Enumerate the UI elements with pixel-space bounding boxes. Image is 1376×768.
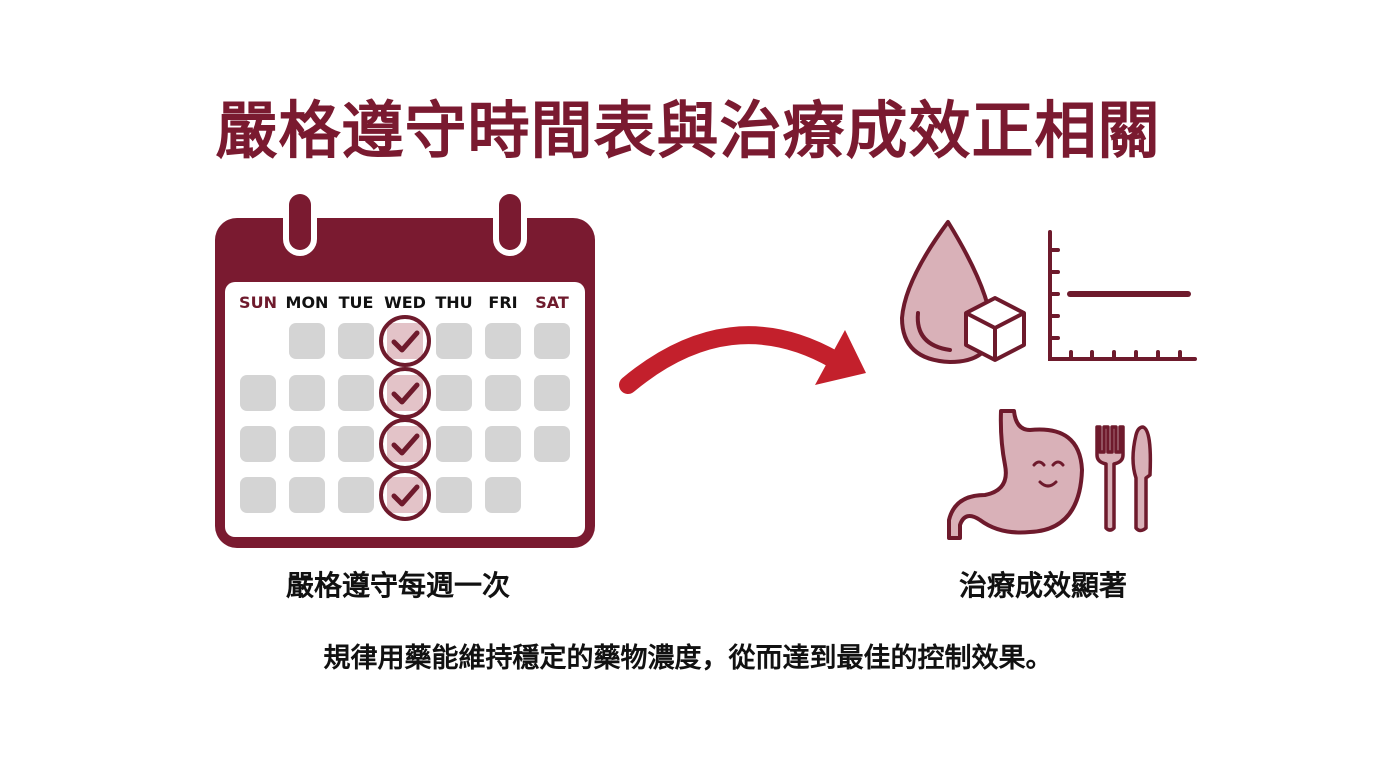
page-title: 嚴格遵守時間表與治療成效正相關: [215, 94, 1161, 167]
day-cell: [289, 426, 325, 462]
day-cell: [240, 375, 276, 411]
day-label-fri: FRI: [488, 293, 517, 312]
checkmark-icon: [391, 433, 420, 456]
day-cell: [436, 323, 472, 359]
day-cell: [338, 426, 374, 462]
day-cell: [289, 323, 325, 359]
arrow-icon: [619, 326, 866, 394]
checked-day-cell: [379, 418, 431, 470]
checkmark-icon: [391, 330, 420, 353]
caption: 規律用藥能維持穩定的藥物濃度，從而達到最佳的控制效果。: [323, 643, 1053, 674]
checkmark-icon: [391, 484, 420, 507]
day-label-wed: WED: [384, 293, 426, 312]
day-cell: [289, 477, 325, 513]
day-cell: [289, 375, 325, 411]
day-cell: [485, 323, 521, 359]
day-cell: [485, 477, 521, 513]
day-cell: [485, 426, 521, 462]
knife-icon: [1131, 425, 1153, 533]
calendar-icon: SUN MON TUE WED THU FRI SAT: [215, 188, 595, 548]
day-label-thu: THU: [435, 293, 472, 312]
check-circle-icon: [379, 469, 431, 521]
day-cell: [485, 375, 521, 411]
checked-day-cell: [379, 469, 431, 521]
happy-stomach-icon: [947, 409, 1084, 540]
day-cell: [436, 477, 472, 513]
check-circle-icon: [379, 418, 431, 470]
day-label-sat: SAT: [535, 293, 569, 312]
checked-day-cell: [379, 367, 431, 419]
day-cell: [436, 426, 472, 462]
cube-icon: [964, 296, 1026, 362]
day-cell: [338, 375, 374, 411]
day-cell: [534, 323, 570, 359]
day-label-mon: MON: [286, 293, 329, 312]
flat-line-chart-icon: [1048, 230, 1197, 361]
fork-icon: [1095, 425, 1125, 532]
check-circle-icon: [379, 315, 431, 367]
day-cell: [534, 426, 570, 462]
check-circle-icon: [379, 367, 431, 419]
day-cell: [240, 477, 276, 513]
day-cell: [338, 477, 374, 513]
day-label-sun: SUN: [239, 293, 277, 312]
day-cell: [534, 375, 570, 411]
checkmark-icon: [391, 382, 420, 405]
checked-day-cell: [379, 315, 431, 367]
right-label: 治療成效顯著: [958, 569, 1127, 602]
day-cell: [240, 426, 276, 462]
day-label-tue: TUE: [339, 293, 374, 312]
day-cell: [338, 323, 374, 359]
day-cell: [436, 375, 472, 411]
left-label: 嚴格遵守每週一次: [285, 569, 510, 602]
